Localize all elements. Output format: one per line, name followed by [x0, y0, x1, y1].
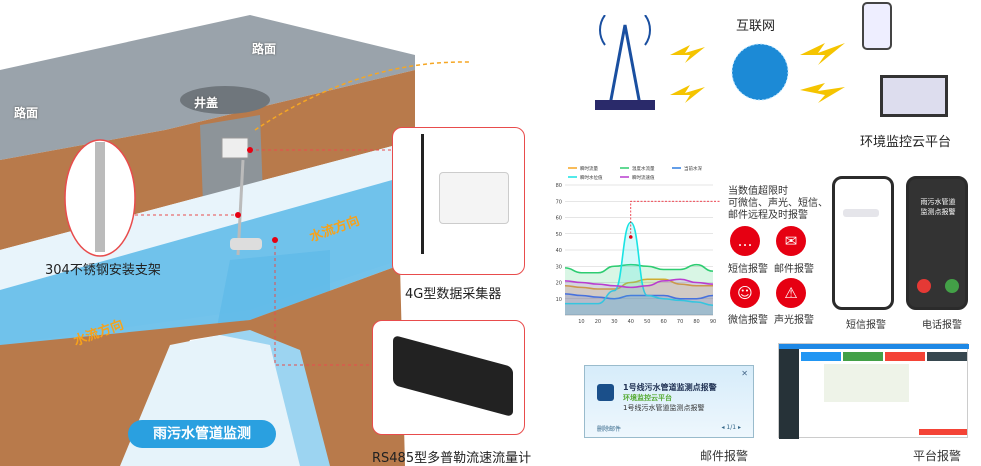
legend-label: 瞬时流量 — [580, 165, 598, 172]
email-alarm-caption: 邮件报警 — [700, 449, 749, 463]
y-tick-label: 80 — [556, 183, 562, 189]
antenna-image — [421, 134, 424, 254]
call-phone: 雨污水管道 监测点报警 — [906, 176, 968, 310]
stat-card — [801, 352, 841, 361]
email-title: 1号线污水管道监测点报警 — [623, 383, 717, 392]
siren-icon: ⚠ — [776, 278, 806, 308]
y-tick-label: 20 — [556, 281, 562, 287]
email-pager[interactable]: ◂ 1/1 ▸ — [721, 424, 742, 431]
legend-label: 瞬时流速值 — [632, 174, 655, 181]
x-tick-label: 30 — [611, 319, 617, 325]
series-line — [564, 293, 714, 300]
series-line — [564, 278, 713, 290]
sms-phone-label: 短信报警 — [846, 320, 886, 331]
platform-alarm-caption: 平台报警 — [913, 449, 962, 463]
mail-icon: ✉ — [776, 226, 806, 256]
y-tick-label: 30 — [556, 264, 562, 270]
legend-label: 温度水流量 — [632, 165, 655, 172]
page-indicator: 1/1 — [726, 424, 737, 431]
wechat-icon: ☺ — [730, 278, 760, 308]
road-label-right: 路面 — [252, 42, 277, 56]
sms-alarm-label: 短信报警 — [728, 264, 768, 275]
collector-device-image — [439, 172, 509, 224]
x-tick-label: 80 — [693, 319, 699, 325]
x-tick-label: 20 — [595, 319, 601, 325]
tower-icon — [608, 24, 642, 107]
flowmeter-callout — [372, 320, 525, 435]
alarm-bar — [919, 429, 967, 435]
decline-call-button[interactable] — [917, 279, 931, 293]
stat-card — [843, 352, 883, 361]
handheld-phone-image — [862, 2, 892, 50]
alert-leader — [630, 200, 720, 237]
series-area — [565, 279, 713, 315]
y-tick-label: 50 — [556, 232, 562, 238]
x-tick-label: 40 — [628, 319, 634, 325]
flowmeter-device-image — [393, 334, 513, 418]
collector-label: 4G型数据采集器 — [405, 287, 502, 302]
road-label-left: 路面 — [14, 106, 39, 120]
accept-call-button[interactable] — [945, 279, 959, 293]
x-tick-label: 70 — [677, 319, 683, 325]
sms-bubble — [843, 209, 879, 217]
title-badge: 雨污水管道监测 — [128, 420, 276, 448]
map-panel — [824, 364, 909, 402]
globe-icon — [732, 44, 788, 100]
y-tick-label: 10 — [556, 297, 562, 303]
caller-text: 监测点报警 — [920, 208, 956, 216]
delete-mail-link[interactable]: 删除邮件 — [597, 426, 622, 433]
monitor-image — [880, 75, 948, 117]
network-graphic — [595, 15, 845, 110]
email-sender: 环境监控云平台 — [623, 394, 672, 402]
y-tick-label: 40 — [556, 248, 562, 254]
y-tick-label: 70 — [556, 199, 562, 205]
siren-alarm-label: 声光报警 — [774, 315, 814, 326]
alert-line: 当数值超限时 — [728, 186, 788, 197]
platform-topbar — [779, 344, 969, 349]
series-line — [564, 221, 714, 307]
x-tick-label: 50 — [644, 319, 650, 325]
close-icon[interactable]: ✕ — [741, 369, 748, 378]
alert-line: 可微信、声光、短信、 — [728, 198, 828, 209]
x-tick-label: 60 — [660, 319, 666, 325]
y-tick-label: 60 — [556, 216, 562, 222]
series-line — [564, 278, 714, 289]
bracket-label: 304不锈钢安装支架 — [45, 263, 161, 278]
sms-phone — [832, 176, 894, 310]
call-phone-label: 电话报警 — [922, 320, 962, 331]
mail-alarm-label: 邮件报警 — [774, 264, 814, 275]
platform-sidebar — [779, 349, 799, 439]
series-area — [565, 279, 713, 315]
monitoring-chart: 10 20 30 40 50 60 70 80 10 20 30 40 50 60 70 80 90 瞬时流量 温度… — [556, 165, 720, 325]
collector-callout — [392, 127, 525, 275]
x-tick-label: 90 — [710, 319, 716, 325]
flowmeter-label: RS485型多普勒流速流量计 — [372, 451, 532, 466]
manhole-label: 井盖 — [194, 96, 219, 110]
cloud-platform-label: 环境监控云平台 — [860, 135, 952, 150]
x-tick-label: 10 — [578, 319, 584, 325]
stat-card — [885, 352, 925, 361]
wechat-alarm-label: 微信报警 — [728, 315, 768, 326]
mail-app-icon — [597, 384, 614, 401]
alert-description: 当数值超限时 可微信、声光、短信、 邮件远程及时报警 — [728, 186, 828, 222]
series-area — [565, 222, 713, 315]
email-body: 1号线污水管道监测点报警 — [623, 404, 705, 412]
email-alert-popup: ✕ 1号线污水管道监测点报警 环境监控云平台 1号线污水管道监测点报警 删除邮件… — [584, 365, 754, 438]
sms-icon: … — [730, 226, 760, 256]
internet-label: 互联网 — [736, 19, 776, 34]
legend-label: 当前水深 — [684, 165, 702, 172]
legend-label: 瞬时水位值 — [580, 174, 603, 181]
caller-text: 雨污水管道 — [920, 198, 956, 206]
stat-card — [927, 352, 967, 361]
platform-screenshot — [778, 343, 969, 439]
alert-line: 邮件远程及时报警 — [728, 210, 808, 221]
